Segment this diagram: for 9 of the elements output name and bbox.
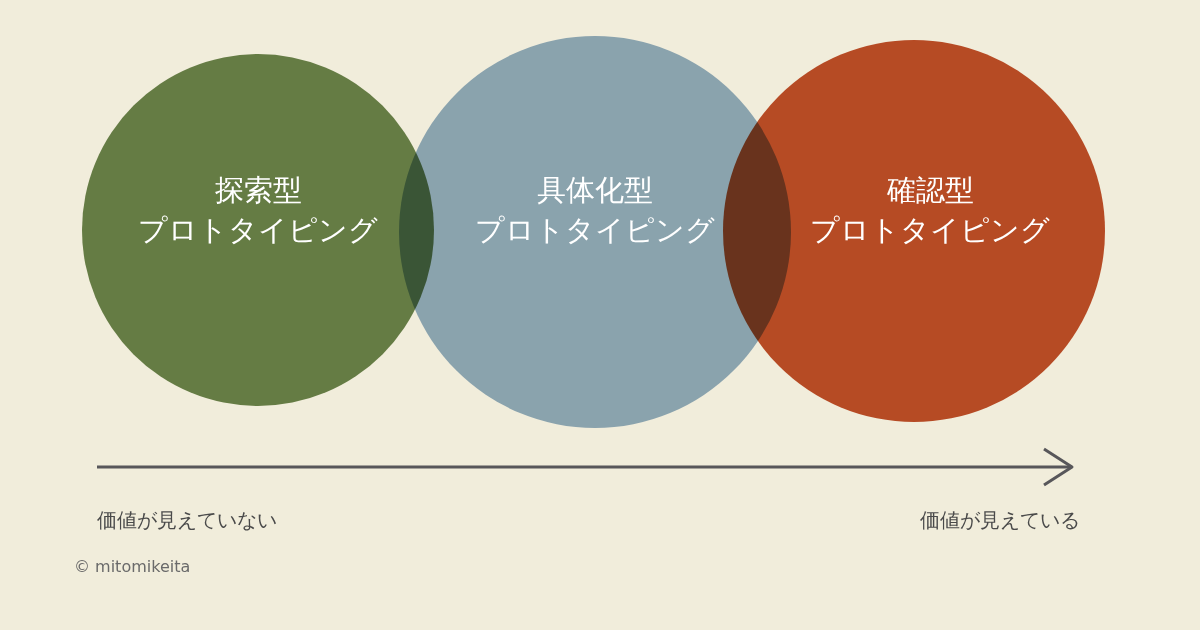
category-heading: 探索型: [213, 172, 303, 209]
category-heading: 確認型: [885, 172, 975, 209]
category-heading: 具体化型: [536, 172, 654, 209]
axis-end-label: 価値が見えている: [920, 507, 1080, 534]
axis-start-label: 価値が見えていない: [97, 507, 277, 534]
copyright-note: © mitomikeita: [74, 557, 191, 576]
category-label: プロトタイピング: [137, 212, 379, 249]
category-label: プロトタイピング: [474, 212, 716, 249]
category-label: プロトタイピング: [809, 212, 1051, 249]
